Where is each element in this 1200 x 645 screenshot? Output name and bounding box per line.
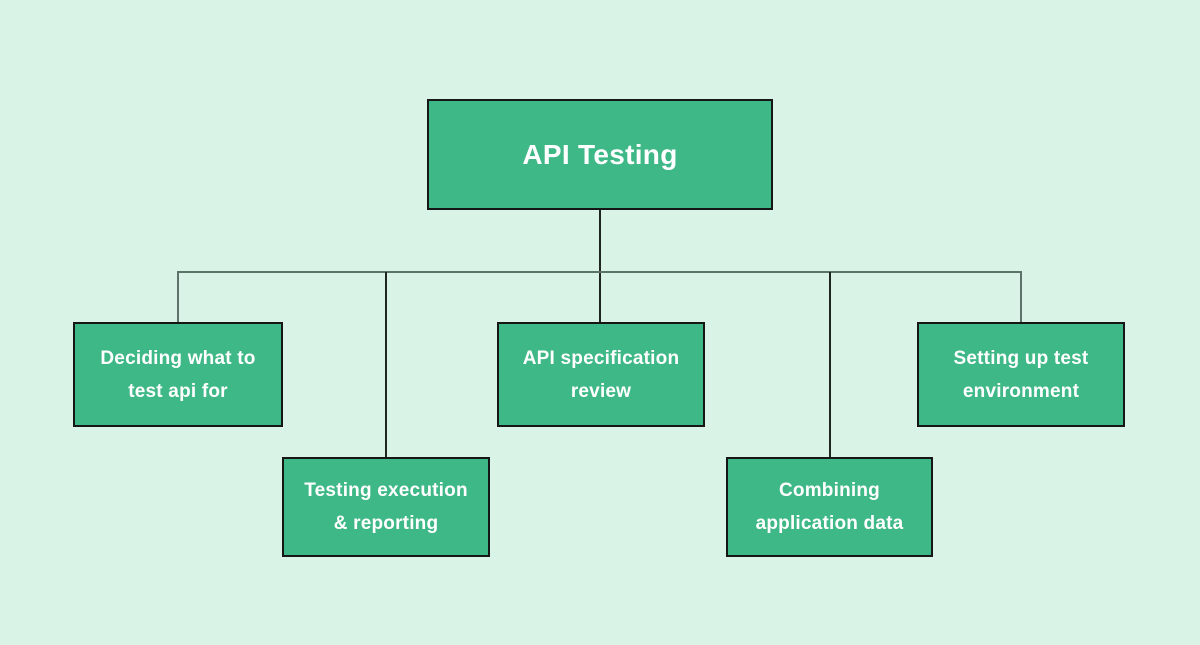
node-deciding-what-to-test: Deciding what to test api for — [73, 322, 283, 427]
connector-drop-deciding — [177, 271, 179, 322]
node-api-testing-label: API Testing — [522, 138, 678, 170]
connector-root-stem — [599, 210, 601, 322]
connector-drop-setting-up — [1020, 271, 1022, 322]
node-setting-up-test-environment-label: Setting up test environment — [953, 347, 1089, 402]
node-api-testing: API Testing — [427, 99, 773, 210]
node-testing-execution-reporting-label: Testing execution & reporting — [304, 480, 468, 534]
connector-drop-testing-execution — [385, 272, 387, 457]
node-combining-application-data-label: Combining application data — [755, 480, 904, 534]
node-setting-up-test-environment: Setting up test environment — [917, 322, 1125, 427]
node-api-specification-review-label: API specification review — [522, 347, 680, 402]
node-combining-application-data: Combining application data — [726, 457, 933, 557]
node-deciding-what-to-test-label: Deciding what to test api for — [100, 347, 256, 402]
node-api-specification-review: API specification review — [497, 322, 705, 427]
connector-horizontal-bus — [177, 271, 1022, 273]
connector-drop-combining — [829, 272, 831, 457]
node-testing-execution-reporting: Testing execution & reporting — [282, 457, 490, 557]
